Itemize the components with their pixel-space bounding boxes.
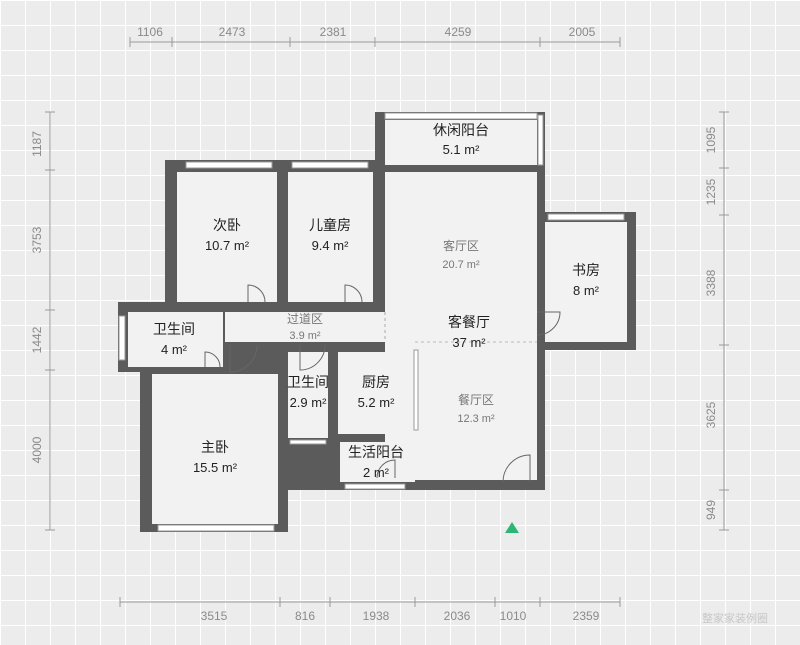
dining-zone-area: 12.3 m²	[457, 413, 495, 425]
study-name: 书房	[572, 262, 600, 278]
bathroom2-area: 2.9 m²	[290, 395, 328, 410]
kids-room-door	[344, 284, 363, 303]
master-bedroom-name: 主卧	[201, 439, 229, 455]
right-dim-4: 3625	[704, 401, 718, 428]
master-bedroom-area: 15.5 m²	[193, 460, 238, 475]
bathroom2-floor	[288, 352, 328, 438]
bathroom1-window	[118, 315, 126, 361]
kitchen-area: 5.2 m²	[358, 395, 396, 410]
master-bedroom-window	[157, 524, 275, 532]
second-bedroom-door	[247, 284, 266, 303]
windows	[118, 112, 625, 532]
left-dim-2: 3753	[30, 226, 44, 253]
second-bedroom-floor	[177, 172, 277, 302]
right-dimension-bar	[719, 111, 729, 531]
bathroom1-name: 卫生间	[153, 321, 195, 337]
balcony-side-window	[537, 114, 544, 166]
bottom-dim-4: 2036	[444, 609, 471, 623]
bathroom2-window	[289, 439, 327, 445]
kids-room-floor	[288, 172, 373, 302]
top-dim-2: 2473	[219, 25, 246, 39]
study-floor	[545, 222, 627, 342]
bottom-dim-2: 816	[295, 609, 315, 623]
living-dining-area: 37 m²	[452, 335, 486, 350]
utility-balcony-door	[376, 459, 396, 479]
master-bedroom-floor	[152, 374, 278, 524]
leisure-balcony-floor	[385, 120, 537, 165]
study-door	[536, 311, 561, 336]
bathroom1-area: 4 m²	[161, 342, 188, 357]
floors	[128, 120, 627, 524]
study-window	[547, 213, 625, 221]
bottom-dim-3: 1938	[363, 609, 390, 623]
balcony-window	[384, 112, 538, 120]
top-dim-5: 2005	[569, 25, 596, 39]
bathroom2-name: 卫生间	[287, 374, 329, 390]
right-dim-1: 1095	[704, 126, 718, 153]
left-dimension-bar	[45, 111, 55, 531]
passage-floor	[225, 312, 385, 342]
bathroom1-floor	[128, 312, 223, 367]
watermark: 整家家装例圈	[702, 611, 768, 625]
bottom-dim-5: 1010	[500, 609, 527, 623]
bottom-dim-6: 2359	[573, 609, 600, 623]
dining-zone-name: 餐厅区	[458, 392, 494, 407]
living-zone-area: 20.7 m²	[442, 259, 480, 271]
bathroom2-door	[299, 344, 326, 371]
kids-room-window	[291, 161, 369, 169]
living-dining-name: 客餐厅	[448, 314, 490, 330]
kitchen-floor	[338, 352, 412, 434]
bottom-dim-1: 3515	[201, 609, 228, 623]
utility-balcony-window	[344, 483, 406, 490]
kids-room-area: 9.4 m²	[312, 238, 350, 253]
top-dimension-bar	[129, 37, 621, 47]
top-dim-4: 4259	[445, 25, 472, 39]
passage-name: 过道区	[287, 312, 323, 326]
top-dim-3: 2381	[320, 25, 347, 39]
second-bedroom-window	[185, 161, 273, 169]
master-bedroom-door	[229, 344, 258, 373]
leisure-balcony-area: 5.1 m²	[443, 142, 481, 157]
left-dim-1: 1187	[30, 131, 44, 157]
right-dim-3: 3388	[704, 269, 718, 296]
passage-area: 3.9 m²	[289, 330, 321, 342]
utility-balcony-area: 2 m²	[363, 465, 390, 480]
bottom-dimension-bar	[119, 597, 621, 607]
study-area: 8 m²	[573, 283, 600, 298]
right-dim-2: 1235	[704, 178, 718, 205]
second-bedroom-name: 次卧	[213, 217, 241, 233]
kitchen-sliding-door	[413, 349, 419, 431]
kitchen-name: 厨房	[362, 374, 390, 390]
living-zone-name: 客厅区	[443, 238, 479, 253]
top-dim-1: 1106	[137, 25, 163, 39]
leisure-balcony-name: 休闲阳台	[433, 122, 489, 138]
right-dim-5: 949	[704, 500, 718, 520]
left-dim-4: 4000	[30, 436, 44, 463]
doors	[204, 284, 561, 483]
bathroom1-door	[204, 351, 221, 368]
utility-balcony-name: 生活阳台	[348, 444, 404, 460]
left-dim-3: 1442	[30, 326, 44, 353]
kids-room-name: 儿童房	[309, 217, 351, 233]
second-bedroom-area: 10.7 m²	[205, 238, 250, 253]
entrance-arrow-icon	[505, 522, 519, 533]
living-zone-floor	[385, 172, 537, 342]
entrance-door	[502, 454, 531, 483]
